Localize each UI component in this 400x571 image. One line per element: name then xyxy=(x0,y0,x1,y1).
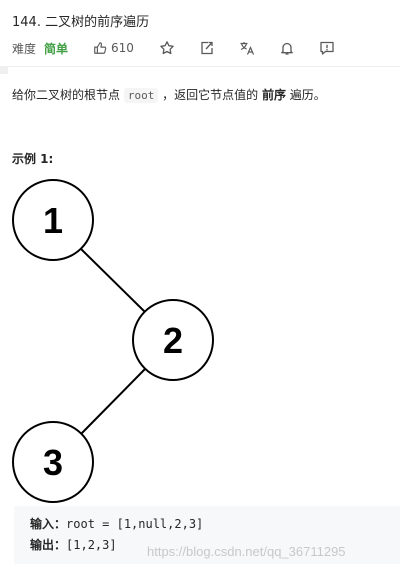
panel-corner-marker xyxy=(0,66,8,74)
example-code-block: 输入：root = [1,null,2,3] 输出：[1,2,3] xyxy=(14,506,400,564)
thumb-up-icon xyxy=(94,42,107,54)
description-text-3: 遍历。 xyxy=(285,88,326,102)
example-heading: 示例 1: xyxy=(12,152,54,166)
like-count: 610 xyxy=(111,41,134,55)
input-label: 输入： xyxy=(30,517,67,531)
star-icon[interactable] xyxy=(159,40,175,56)
example-tree-diagram: 1 2 3 xyxy=(12,179,214,503)
input-value: root = [1,null,2,3] xyxy=(66,517,204,531)
difficulty-badge: 简单 xyxy=(44,41,69,56)
watermark: https://blog.csdn.net/qq_36711295 xyxy=(147,544,346,559)
tree-node-1 xyxy=(12,179,94,261)
tree-node-3-label: 3 xyxy=(43,442,63,483)
description-text-2: ，返回它节点值的 xyxy=(158,88,262,102)
feedback-icon[interactable] xyxy=(319,40,335,56)
description-bold: 前序 xyxy=(261,88,286,102)
header-divider xyxy=(0,66,400,67)
example-input-line: 输入：root = [1,null,2,3] xyxy=(30,515,203,532)
example-output-line: 输出：[1,2,3] xyxy=(30,536,117,553)
problem-description: 给你二叉树的根节点 root ，返回它节点值的 前序 遍历。 xyxy=(12,86,326,103)
translate-icon[interactable] xyxy=(239,40,255,56)
tree-node-2-label: 2 xyxy=(163,320,183,361)
output-label: 输出： xyxy=(30,538,67,552)
tree-node-3 xyxy=(12,421,94,503)
tree-edge-1-2 xyxy=(80,248,146,313)
bell-icon[interactable] xyxy=(279,40,295,56)
share-icon[interactable] xyxy=(199,40,215,56)
tree-node-1-label: 1 xyxy=(43,200,63,241)
tree-edge-2-3 xyxy=(80,368,146,435)
problem-title: 144. 二叉树的前序遍历 xyxy=(12,15,150,30)
output-value: [1,2,3] xyxy=(66,538,117,552)
problem-meta-bar: 难度 简单 610 xyxy=(12,39,134,57)
tree-node-2 xyxy=(132,299,214,381)
difficulty-label: 难度 xyxy=(12,41,37,56)
description-code: root xyxy=(123,88,159,103)
description-text-1: 给你二叉树的根节点 xyxy=(12,88,124,102)
like-button[interactable]: 610 xyxy=(93,41,134,55)
